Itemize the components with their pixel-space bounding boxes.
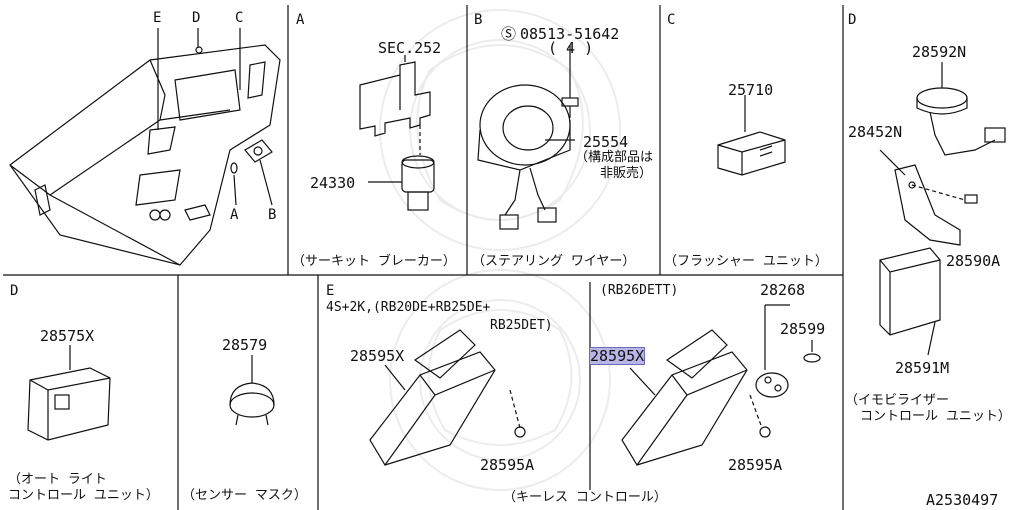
part-28268: 28268 xyxy=(760,281,806,299)
control-unit-e-drawing xyxy=(369,329,526,466)
part-28452n: 28452N xyxy=(848,123,903,141)
caption-keyless-control: （キーレス コントロール） xyxy=(503,490,667,505)
watermark-crest xyxy=(379,9,621,491)
keyless-control-drawing xyxy=(621,304,821,466)
auto-light-unit-drawing xyxy=(27,345,111,441)
flasher-unit-drawing xyxy=(717,95,786,176)
overview-letter-b: B xyxy=(268,207,277,223)
caption-steering-wire: （ステアリング ワイヤー） xyxy=(472,254,636,269)
note-not-sold: 非販売） xyxy=(600,166,653,181)
overview-letter-c: C xyxy=(235,10,244,26)
part-28595x-highlighted[interactable]: 28595X xyxy=(588,347,646,365)
overview-letter-a: A xyxy=(230,207,239,223)
caption-auto-light-2: コントロール ユニット） xyxy=(8,488,159,503)
part-28595a-keyless: 28595A xyxy=(728,456,783,474)
part-28575x: 28575X xyxy=(40,327,95,345)
section-a-letter: A xyxy=(296,12,305,28)
caption-circuit-breaker: （サーキット ブレーカー） xyxy=(292,254,456,269)
circuit-breaker-drawing xyxy=(359,55,435,211)
caption-immobilizer-2: コントロール ユニット） xyxy=(860,409,1011,424)
section-e-letter: E xyxy=(326,283,335,299)
steering-wire-drawing xyxy=(477,45,579,230)
overview-letter-e: E xyxy=(153,10,162,26)
overview-letter-d: D xyxy=(192,10,201,26)
s-mark-icon: Ⓢ xyxy=(501,25,517,43)
note-components: （構成部品は xyxy=(575,150,654,165)
variant-rb26dett: (RB26DETT) xyxy=(600,283,679,298)
part-08513-51642: 08513-51642 xyxy=(520,25,620,43)
part-28595a-e: 28595A xyxy=(480,456,535,474)
part-28579: 28579 xyxy=(222,336,268,354)
variant-e-line1: 4S+2K,(RB20DE+RB25DE+ xyxy=(326,300,491,315)
figure-code: A2530497 xyxy=(926,491,999,509)
caption-flasher-unit: （フラッシャー ユニット） xyxy=(664,254,828,269)
part-25554: 25554 xyxy=(583,133,629,151)
immobilizer-unit-drawing xyxy=(879,62,1006,356)
section-c-letter: C xyxy=(667,12,676,28)
caption-auto-light-1: （オート ライト xyxy=(8,472,107,487)
part-28590a: 28590A xyxy=(946,252,1001,270)
part-24330: 24330 xyxy=(310,174,356,192)
part-28595x-e: 28595X xyxy=(350,347,405,365)
section-b-letter: B xyxy=(474,12,483,28)
section-d-top-letter: D xyxy=(848,12,857,28)
part-25710: 25710 xyxy=(728,81,774,99)
part-28599: 28599 xyxy=(780,320,826,338)
ref-sec252: SEC.252 xyxy=(378,39,442,57)
part-28591m: 28591M xyxy=(895,359,950,377)
caption-sensor-mask: （センサー マスク） xyxy=(182,488,307,503)
dashboard-overview-drawing xyxy=(9,28,281,266)
section-d-bottom-letter: D xyxy=(10,283,19,299)
sensor-mask-drawing xyxy=(229,355,275,426)
part-28592n: 28592N xyxy=(912,43,967,61)
bolt-qty: ( 4 ) xyxy=(548,39,594,57)
caption-immobilizer-1: （イモビライザー xyxy=(845,393,950,408)
variant-e-line2: RB25DET) xyxy=(490,318,553,333)
